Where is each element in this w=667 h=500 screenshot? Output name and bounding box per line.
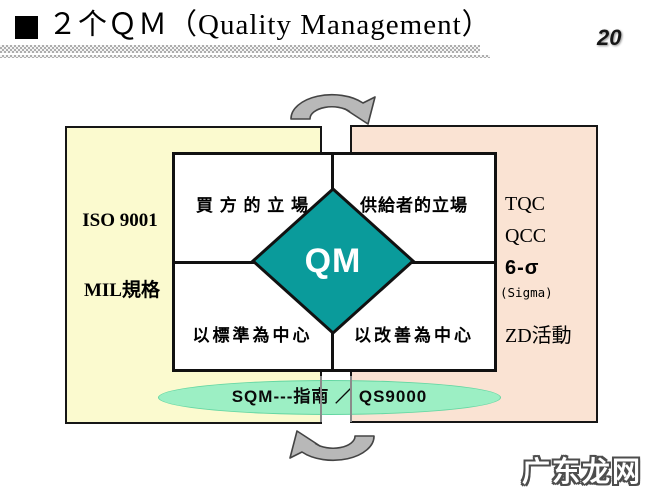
cycle-arrow-bottom-icon <box>289 430 375 462</box>
page-title: ２个ＱＭ（Quality Management） <box>48 9 492 41</box>
qm-center-label: QM <box>304 242 362 280</box>
quadrant-label-standard: 以標準為中心 <box>192 326 313 345</box>
label-six-sigma: 6-σ <box>505 257 540 279</box>
header-rule-thick <box>0 45 480 53</box>
quadrant-label-supplier: 供給者的立場 <box>360 196 468 215</box>
title-bullet-icon <box>15 16 38 39</box>
quadrant-label-buyer: 買 方 的 立 場 <box>196 196 309 215</box>
sqm-banner-label: SQM---指南 ／ QS9000 <box>231 387 428 406</box>
panel-gap-border-right <box>350 376 352 422</box>
cycle-arrow-top-icon <box>290 93 376 125</box>
label-qcc: QCC <box>505 225 547 247</box>
quadrant-label-improvement: 以改善為中心 <box>354 326 474 345</box>
sqm-banner <box>158 380 501 415</box>
label-zd-activity: ZD活動 <box>505 325 572 347</box>
qm-diamond-shape <box>250 186 416 336</box>
page-number: 20 <box>597 25 622 50</box>
label-sigma-caption: (Sigma) <box>500 285 553 300</box>
watermark: 广东龙网 <box>522 456 643 487</box>
label-mil-spec: MIL規格 <box>83 280 160 301</box>
header-rule-thin <box>0 55 490 58</box>
panel-gap-border-left <box>320 376 322 422</box>
label-tqc: TQC <box>505 193 545 215</box>
label-iso9001: ISO 9001 <box>82 210 158 231</box>
